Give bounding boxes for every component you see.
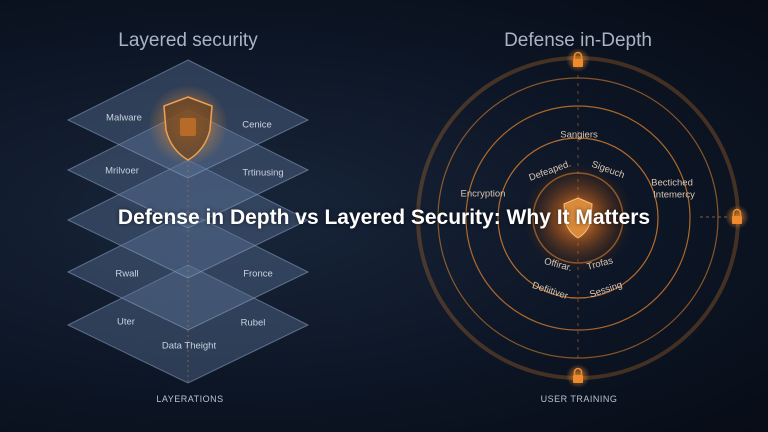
layer-label: Trtinusing xyxy=(242,167,284,179)
ring-label: Encryption xyxy=(460,188,506,200)
defense-ring xyxy=(437,77,719,359)
layer-label: Rubel xyxy=(240,317,266,329)
layer-label: Mrilvoer xyxy=(105,165,139,177)
shield-keyhole xyxy=(180,118,196,136)
security-layer xyxy=(66,159,310,279)
layer-label: Fronce xyxy=(243,268,273,280)
shield-lock-icon xyxy=(563,197,593,239)
defense-ring xyxy=(497,137,659,299)
layer-label: Malware xyxy=(106,112,142,124)
lock-icon xyxy=(725,205,749,229)
ring-label: Bectiched xyxy=(651,177,693,189)
left-heading: Layered security xyxy=(118,30,258,51)
right-heading: Defense in-Depth xyxy=(504,30,652,51)
lock-icon xyxy=(566,48,590,72)
layer-label: Rwall xyxy=(115,268,139,280)
ring-label: Sangiers xyxy=(560,129,598,141)
security-layer xyxy=(66,109,310,229)
lock-icon xyxy=(566,364,590,388)
right-footer: USER TRAINING xyxy=(540,394,618,404)
main-title: Defense in Depth vs Layered Security: Wh… xyxy=(117,206,651,229)
layer-label: Data Theight xyxy=(161,340,217,352)
defense-ring xyxy=(465,105,691,331)
security-layer xyxy=(66,264,310,384)
layer-label: Cenice xyxy=(242,119,272,131)
left-footer: LAYERATIONS xyxy=(156,394,224,404)
ring-label: Intemercy xyxy=(653,189,695,201)
layer-label: Uter xyxy=(117,316,135,328)
